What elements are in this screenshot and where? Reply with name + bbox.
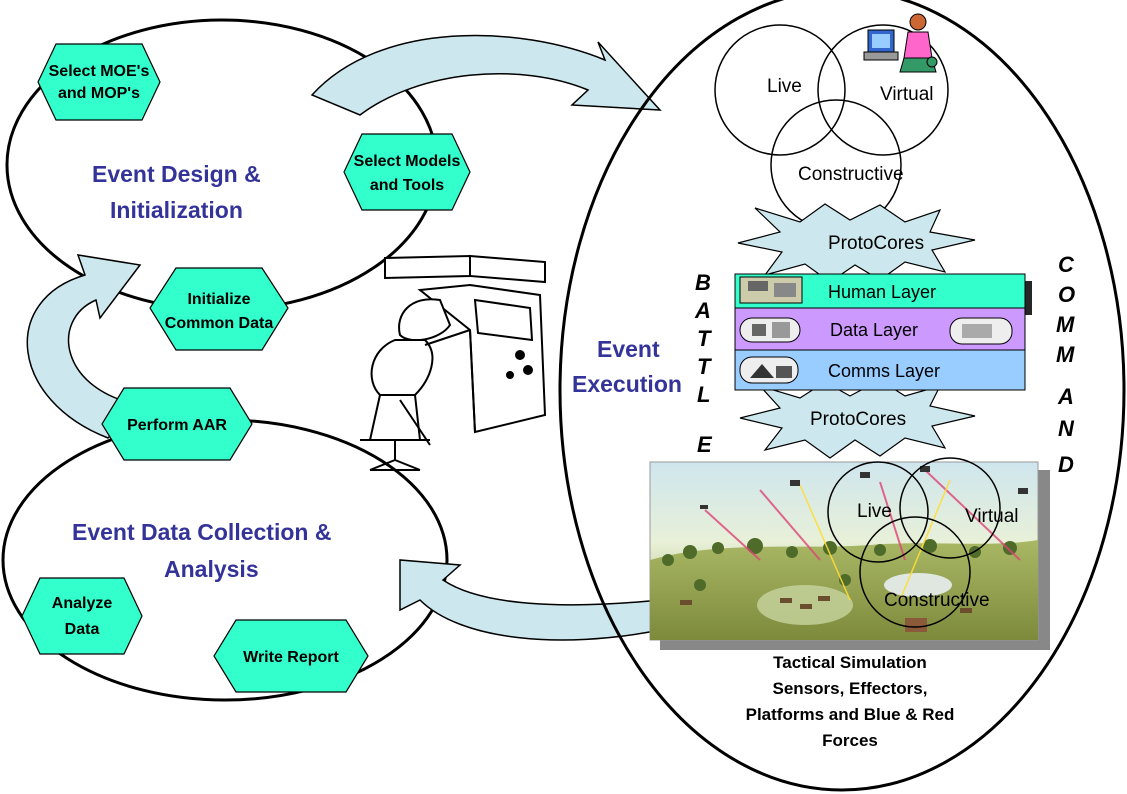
- caption-line2: Sensors, Effectors,: [773, 679, 928, 698]
- venn-circle-live: [714, 24, 846, 156]
- comms-layer-label: Comms Layer: [828, 361, 940, 381]
- step-initialize-data: Initialize Common Data: [149, 267, 289, 351]
- scene-label-live: Live: [857, 501, 892, 522]
- step-select-models: Select Models and Tools: [343, 133, 471, 211]
- venn-circle-virtual: [817, 24, 949, 156]
- arrow-to-collection: [399, 559, 661, 641]
- arrow-feedback-up: [26, 254, 142, 439]
- command-letter: A: [1057, 384, 1074, 409]
- step-write-report: Write Report: [213, 619, 369, 693]
- human-layer-label: Human Layer: [828, 282, 936, 302]
- battle-letter: A: [694, 298, 711, 323]
- step-select-moe: Select MOE's and MOP's: [37, 43, 161, 121]
- step-analyze-data: Analyze Data: [21, 577, 143, 655]
- step-analyze-line1: Analyze: [52, 595, 113, 612]
- step-perform-aar-label: Perform AAR: [127, 417, 227, 434]
- operator-workstation-icon: [360, 254, 547, 471]
- command-letters: C O M M A N D: [1056, 252, 1075, 477]
- layer-stack: Human Layer Data Layer Comms Layer: [734, 273, 1032, 391]
- execution-ellipse: [558, 0, 1126, 792]
- venn-label-constructive: Constructive: [798, 164, 904, 185]
- battle-letter: T: [697, 326, 712, 351]
- venn-label-live: Live: [767, 76, 802, 97]
- battle-letter: T: [697, 354, 712, 379]
- step-analyze-line2: Data: [65, 621, 100, 638]
- collection-title-line2: Analysis: [164, 556, 259, 582]
- command-letter: M: [1056, 312, 1075, 337]
- step-initialize-line2: Common Data: [165, 315, 274, 332]
- battle-letter: L: [697, 382, 710, 407]
- step-select-moe-line2: and MOP's: [58, 85, 140, 102]
- protocores-bottom: ProtoCores: [739, 379, 976, 459]
- command-letter: C: [1058, 252, 1075, 277]
- top-venn: Live Virtual Constructive: [714, 24, 949, 231]
- data-layer-label: Data Layer: [830, 320, 918, 340]
- network-node-icon: [739, 276, 803, 304]
- design-title-line2: Initialization: [110, 197, 243, 223]
- caption-line4: Forces: [822, 731, 878, 750]
- protocores-bottom-label: ProtoCores: [810, 409, 906, 430]
- battle-letter: E: [697, 432, 713, 457]
- computer-user-icon: [863, 13, 938, 73]
- step-select-models-line2: and Tools: [370, 177, 444, 194]
- venn-label-virtual: Virtual: [880, 84, 934, 105]
- protocores-top-label: ProtoCores: [828, 233, 924, 254]
- step-write-report-label: Write Report: [243, 649, 339, 666]
- execution-title-line1: Event: [597, 336, 660, 362]
- step-initialize-line1: Initialize: [187, 291, 250, 308]
- protocores-top: ProtoCores: [737, 203, 976, 283]
- command-letter: D: [1058, 452, 1074, 477]
- step-select-models-line1: Select Models: [354, 153, 461, 170]
- command-letter: N: [1058, 416, 1075, 441]
- execution-title-line2: Execution: [572, 371, 682, 397]
- tactical-scene: Live Virtual Constructive: [649, 457, 1050, 650]
- ground-vehicle-icon: [739, 317, 1013, 345]
- radar-icon: [739, 356, 799, 384]
- command-letter: M: [1056, 342, 1075, 367]
- collection-title-line1: Event Data Collection &: [72, 519, 331, 545]
- design-title-line1: Event Design &: [92, 161, 261, 187]
- step-perform-aar: Perform AAR: [101, 387, 253, 461]
- command-letter: O: [1058, 282, 1075, 307]
- caption-line3: Platforms and Blue & Red: [746, 705, 955, 724]
- arrow-to-execution: [310, 34, 662, 116]
- scene-label-constructive: Constructive: [884, 590, 990, 611]
- battle-letters: B A T T L E: [694, 270, 713, 457]
- step-select-moe-line1: Select MOE's: [49, 63, 150, 80]
- scene-label-virtual: Virtual: [965, 506, 1019, 527]
- battle-letter: B: [695, 270, 711, 295]
- caption-line1: Tactical Simulation: [773, 653, 927, 672]
